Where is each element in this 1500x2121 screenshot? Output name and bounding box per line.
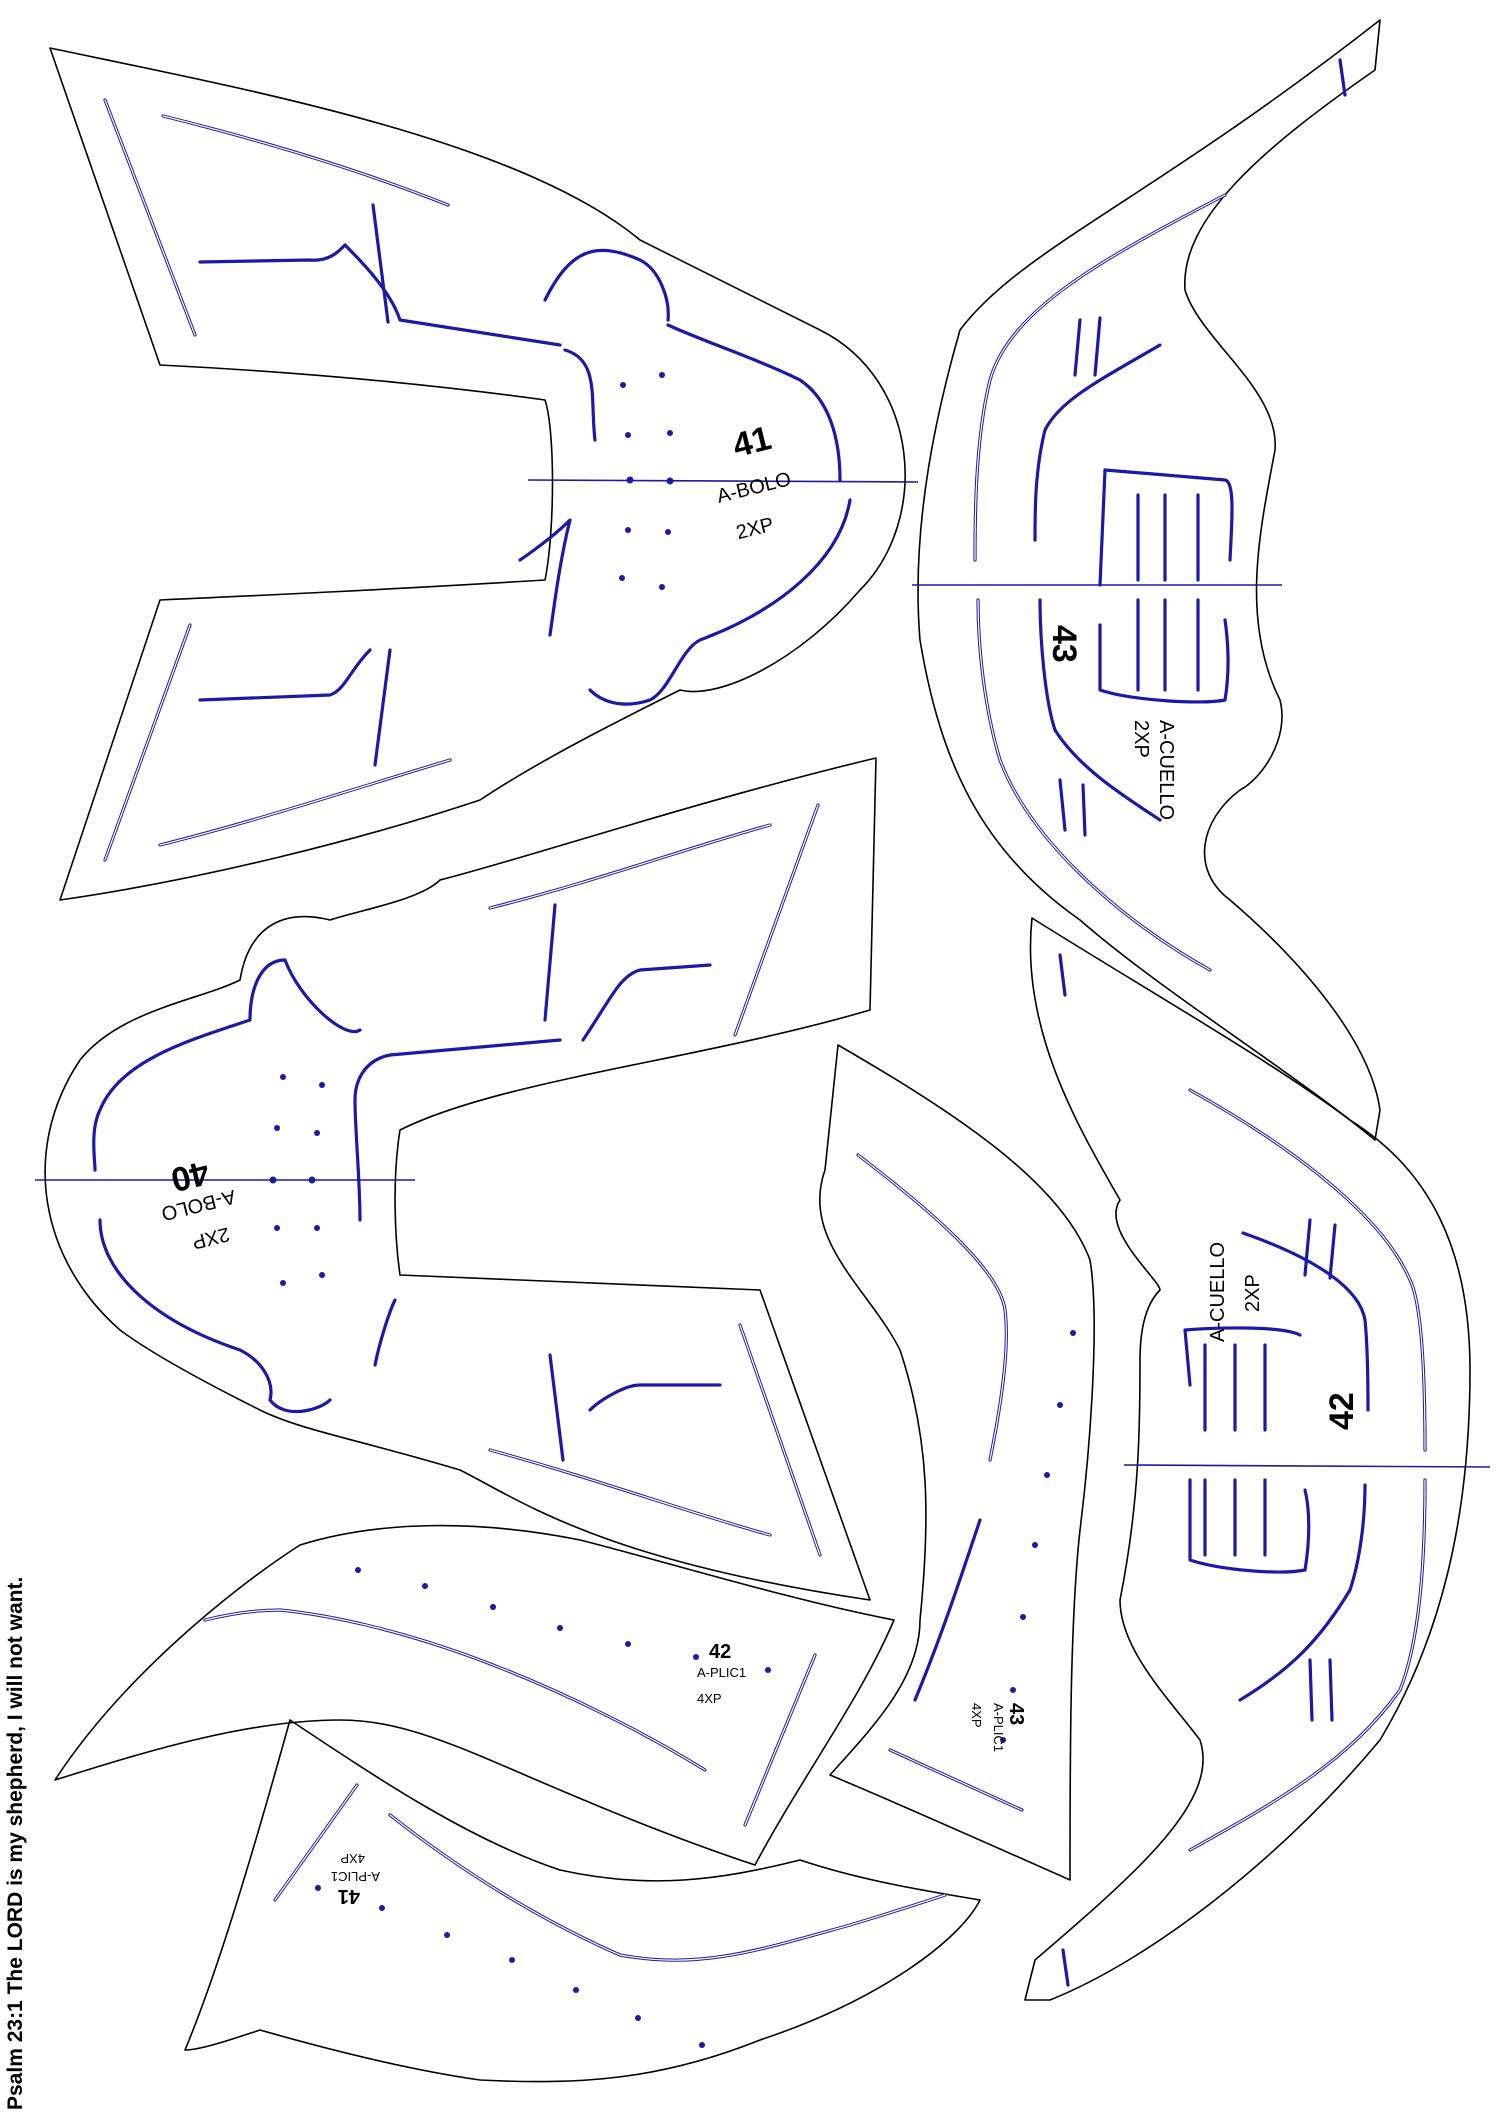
piece-name: A-CUELLO bbox=[1207, 1242, 1229, 1342]
piece-name: A-CUELLO bbox=[1155, 720, 1177, 820]
piece-41-bolo: 41 A-BOLO 2XP bbox=[49, 47, 919, 901]
piece-quantity: 2XP bbox=[734, 514, 776, 544]
piece-quantity: 2XP bbox=[190, 1222, 232, 1252]
piece-number: 42 bbox=[1323, 1392, 1361, 1430]
piece-40-bolo: 40 A-BOLO 2XP bbox=[35, 757, 877, 1601]
piece-42-plic: 42 A-PLIC1 4XP bbox=[54, 1524, 895, 1866]
piece-43-plic: 43 A-PLIC1 4XP bbox=[819, 1044, 1095, 1881]
groove-set bbox=[203, 1608, 817, 1827]
alignment-dots bbox=[315, 1885, 705, 2048]
groove-set bbox=[92, 803, 822, 1557]
alignment-dots bbox=[269, 1074, 325, 1286]
piece-name: A-BOLO bbox=[715, 468, 794, 508]
alignment-dots bbox=[619, 372, 674, 590]
piece-number: 41 bbox=[338, 1885, 360, 1907]
piece-name: A-PLIC1 bbox=[991, 1703, 1006, 1752]
piece-outline bbox=[54, 1524, 895, 1866]
piece-number: 41 bbox=[729, 419, 775, 465]
piece-quantity: 2XP bbox=[1130, 720, 1152, 758]
piece-42-cuello: 42 A-CUELLO 2XP bbox=[1024, 917, 1491, 2001]
piece-name: A-PLIC1 bbox=[697, 1665, 746, 1680]
piece-number: 42 bbox=[709, 1641, 731, 1663]
center-axis bbox=[527, 479, 919, 483]
piece-quantity: 4XP bbox=[969, 1703, 984, 1728]
piece-outline bbox=[49, 47, 906, 901]
piece-number: 43 bbox=[1005, 1703, 1027, 1725]
piece-outline bbox=[917, 19, 1381, 1141]
groove-set bbox=[856, 1153, 1024, 1812]
piece-outline bbox=[1024, 917, 1471, 2001]
piece-number: 43 bbox=[1045, 625, 1083, 663]
piece-number: 40 bbox=[167, 1153, 213, 1199]
piece-43-cuello: 43 A-CUELLO 2XP bbox=[912, 19, 1381, 1141]
groove-set bbox=[103, 98, 852, 862]
alignment-dots bbox=[1000, 1330, 1076, 1743]
alignment-dots bbox=[355, 1567, 771, 1673]
groove-set bbox=[1058, 953, 1427, 1987]
verse-footer: Psalm 23:1 The LORD is my shepherd, I wi… bbox=[4, 1577, 27, 2110]
center-axis bbox=[1123, 1464, 1491, 1468]
piece-quantity: 2XP bbox=[1242, 1274, 1264, 1312]
piece-outline bbox=[44, 757, 877, 1601]
piece-outline bbox=[819, 1044, 1095, 1881]
piece-name: A-PLIC1 bbox=[331, 1869, 380, 1884]
piece-quantity: 4XP bbox=[340, 1851, 365, 1866]
piece-outline bbox=[184, 1719, 981, 2083]
piece-41-plic: 41 A-PLIC1 4XP bbox=[184, 1719, 981, 2083]
groove-set bbox=[973, 58, 1347, 972]
piece-quantity: 4XP bbox=[697, 1691, 722, 1706]
groove-set bbox=[273, 1783, 947, 1962]
